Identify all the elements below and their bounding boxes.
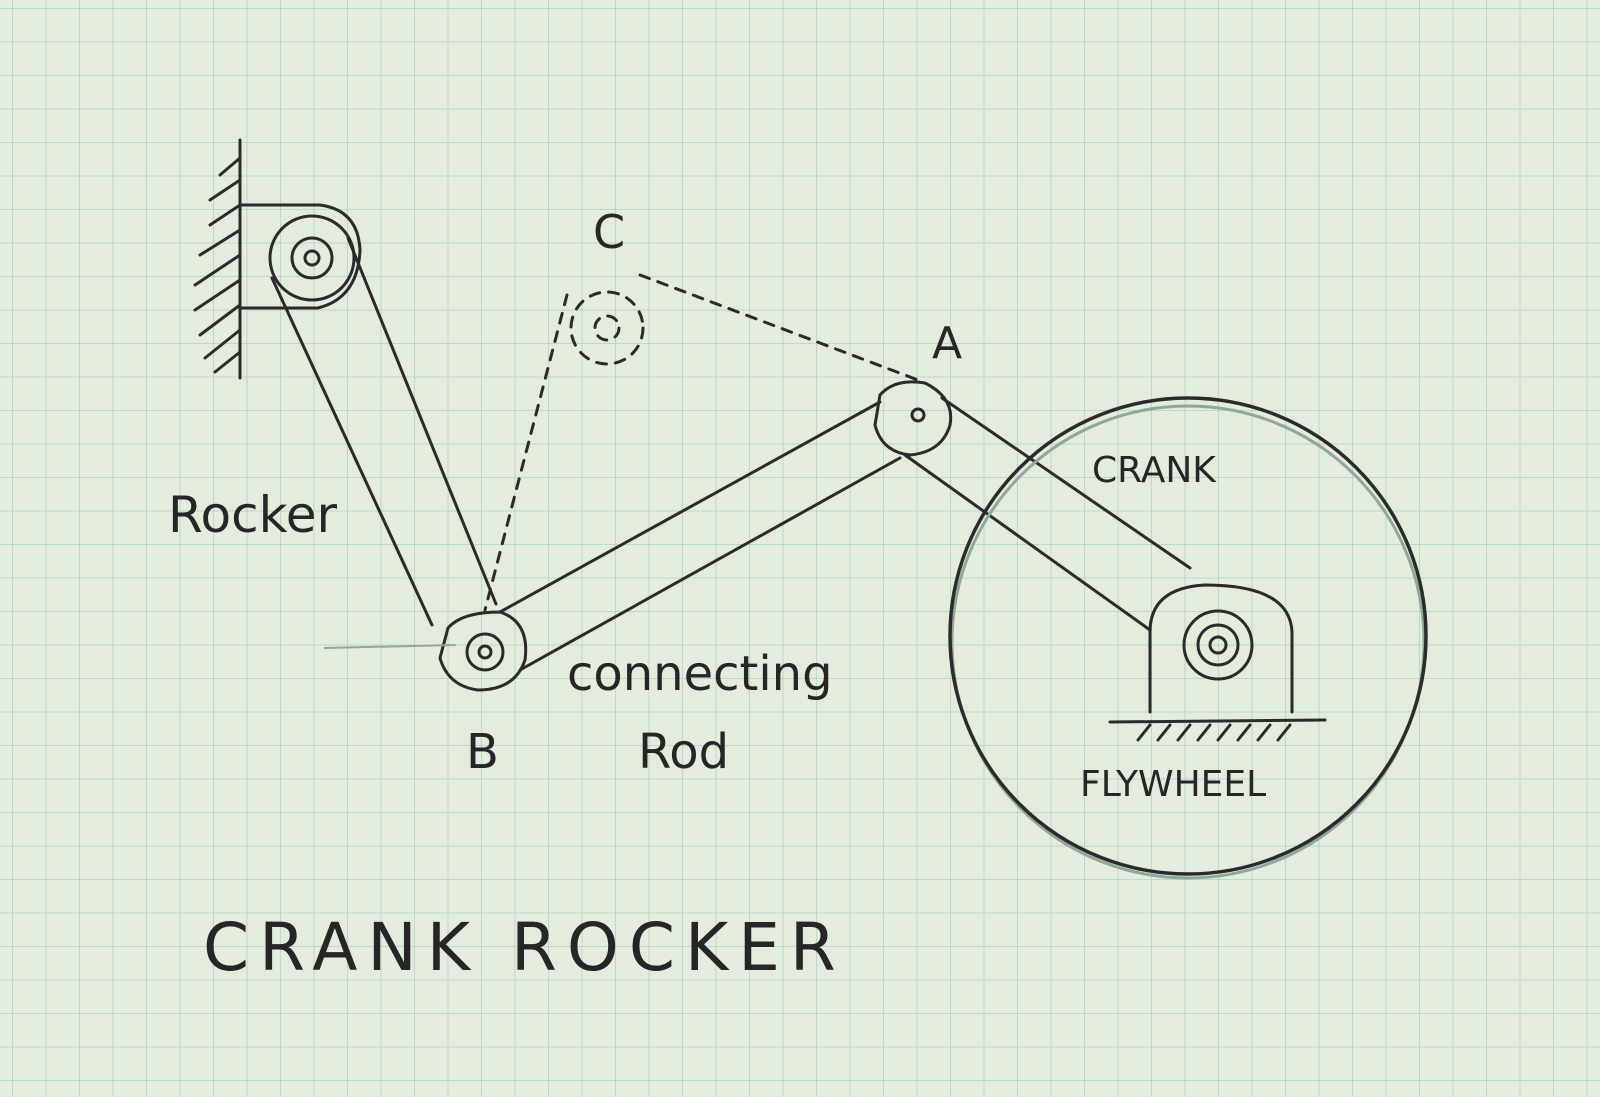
label-b: B [466, 724, 499, 780]
joint-a [873, 380, 953, 457]
label-rod: Rod [638, 724, 729, 780]
label-crank: CRANK [1092, 450, 1217, 491]
joint-b [438, 610, 528, 692]
ground-wall-left [193, 138, 242, 380]
connecting-rod [498, 400, 902, 672]
rocker-pivot-bracket [238, 203, 362, 310]
label-flywheel: FLYWHEEL [1080, 764, 1266, 805]
pencil-guide-line [324, 644, 456, 649]
diagram-title: CRANK ROCKER [203, 909, 846, 986]
label-c: C [593, 205, 625, 259]
crank-pivot-bracket [1108, 583, 1327, 742]
alternate-position-dashed [483, 273, 920, 612]
label-connecting: connecting [567, 646, 833, 702]
label-a: A [932, 318, 962, 369]
crank-link [903, 396, 1192, 632]
label-rocker: Rocker [168, 486, 338, 544]
rocker-link [270, 236, 498, 627]
flywheel [948, 396, 1428, 880]
